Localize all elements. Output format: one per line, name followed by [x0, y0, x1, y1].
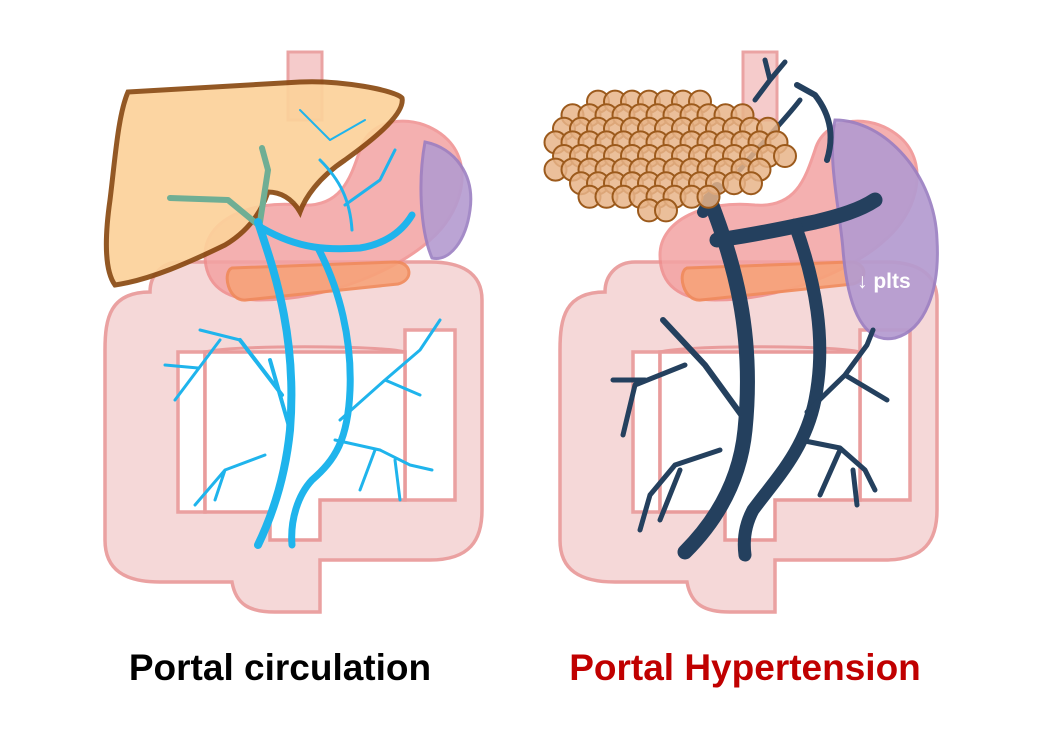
liver-nodule [696, 184, 721, 209]
liver-nodule [739, 171, 763, 196]
caption-portal-hypertension: Portal Hypertension [569, 647, 921, 688]
caption-portal-circulation: Portal circulation [128, 647, 432, 688]
liver-nodule [773, 144, 797, 168]
portal-vein-normal [163, 109, 442, 549]
liver-normal [103, 79, 405, 288]
platelets-label: ↓ plts [857, 270, 911, 293]
liver-cirrhotic-nodular [543, 89, 797, 223]
portal-hypertension-panel: ↓ plts [543, 50, 939, 614]
spleen-normal [419, 140, 473, 260]
portal-circulation-panel [103, 50, 484, 614]
liver-nodule [654, 198, 678, 223]
